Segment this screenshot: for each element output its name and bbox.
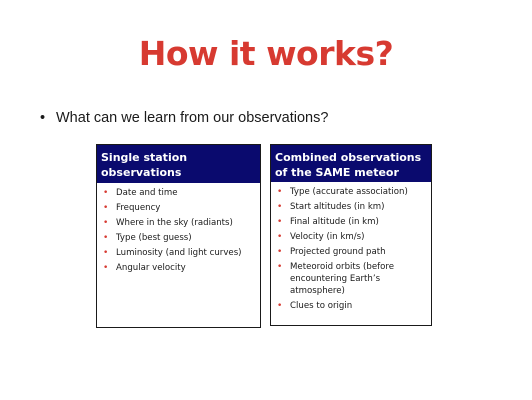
single-station-header: Single station observations (97, 145, 260, 183)
bullet-icon: • (103, 188, 109, 198)
bullet-icon: • (277, 187, 283, 197)
main-bullet: • What can we learn from our observations… (40, 110, 328, 126)
bullet-icon: • (103, 218, 109, 228)
bullet-icon: • (103, 263, 109, 273)
bullet-icon: • (277, 262, 283, 272)
list-item: •Velocity (in km/s) (277, 232, 365, 242)
bullet-icon: • (277, 217, 283, 227)
list-item: •Luminosity (and light curves) (103, 248, 242, 258)
main-bullet-text: What can we learn from our observations? (56, 110, 329, 126)
combined-observations-header: Combined observations of the SAME meteor (271, 145, 431, 182)
list-item: •Where in the sky (radiants) (103, 218, 233, 228)
single-station-panel: Single station observations •Date and ti… (96, 144, 261, 328)
list-item: •Projected ground path (277, 247, 386, 257)
bullet-icon: • (277, 301, 283, 311)
list-item: •Start altitudes (in km) (277, 202, 385, 212)
single-station-list: •Date and time •Frequency •Where in the … (97, 183, 260, 274)
list-item: •Date and time (103, 188, 178, 198)
bullet-dot: • (40, 110, 46, 126)
list-item: •Meteoroid orbits (before encountering E… (277, 262, 395, 296)
bullet-icon: • (277, 247, 283, 257)
list-item: •Frequency (103, 203, 161, 213)
slide-title: How it works? (138, 34, 394, 73)
list-item: •Type (best guess) (103, 233, 192, 243)
list-item: •Final altitude (in km) (277, 217, 379, 227)
combined-observations-panel: Combined observations of the SAME meteor… (270, 144, 432, 326)
bullet-icon: • (103, 248, 109, 258)
bullet-icon: • (103, 233, 109, 243)
combined-observations-list: •Type (accurate association) •Start alti… (271, 182, 431, 312)
list-item: •Clues to origin (277, 301, 353, 311)
list-item: •Angular velocity (103, 263, 186, 273)
bullet-icon: • (103, 203, 109, 213)
list-item: •Type (accurate association) (277, 187, 408, 197)
bullet-icon: • (277, 202, 283, 212)
bullet-icon: • (277, 232, 283, 242)
